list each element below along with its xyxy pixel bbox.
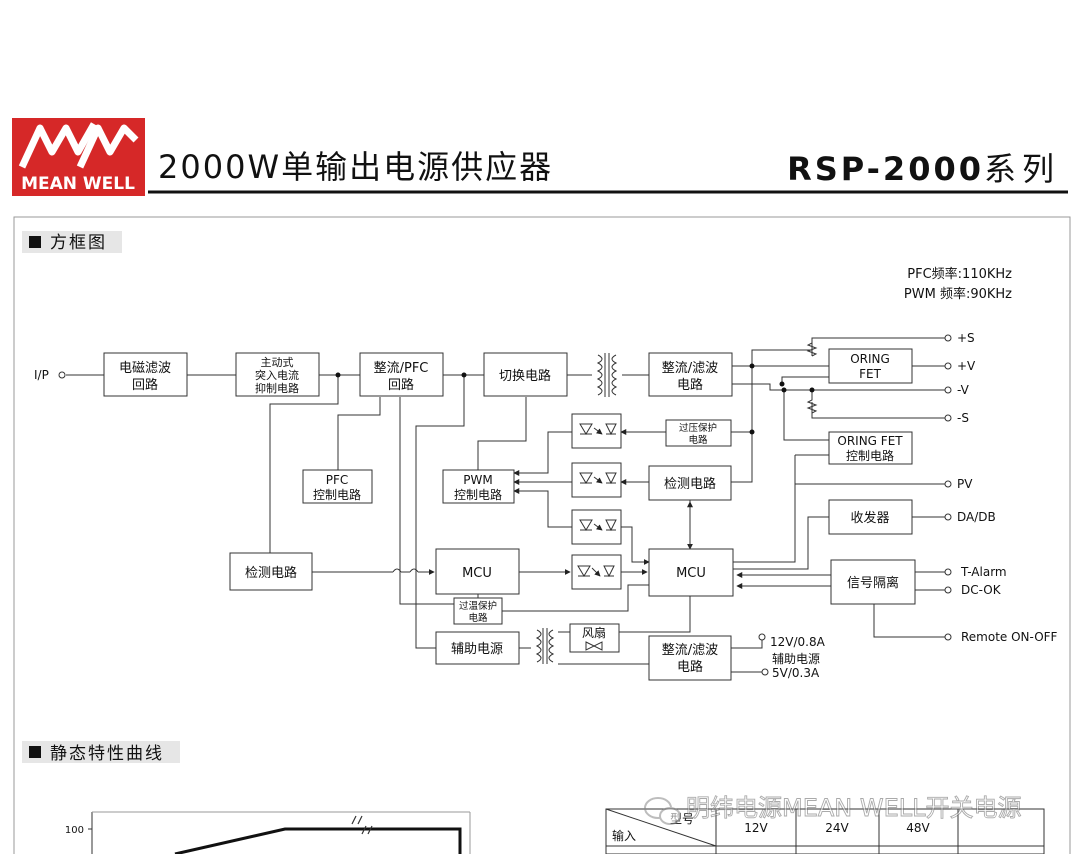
optocoupler-1-icon [571,413,622,449]
svg-text:整流/PFC: 整流/PFC [374,361,429,376]
block-detect-left: 检测电路 [229,552,313,591]
svg-text:控制电路: 控制电路 [313,487,361,502]
svg-text:整流/滤波: 整流/滤波 [662,361,718,376]
svg-text:检测电路: 检测电路 [664,476,716,492]
terminal-plus-v: +V [957,359,976,373]
svg-text:电路: 电路 [688,434,708,446]
block-detect-mid: 检测电路 [648,465,732,501]
sense-resistors [806,338,818,418]
terminal-da-db: DA/DB [957,510,996,524]
svg-text:过压保护: 过压保护 [679,422,717,434]
svg-text:电路: 电路 [468,612,488,624]
optocoupler-2-icon [571,462,622,498]
block-oring-control: ORING FET 控制电路 [828,431,913,465]
junction-dots [335,363,815,435]
block-mcu-right: MCU [648,548,734,597]
svg-text:检测电路: 检测电路 [245,565,297,581]
svg-text:信号隔离: 信号隔离 [847,575,899,591]
terminal-remote: Remote ON-OFF [961,630,1058,644]
optocoupler-icons [571,413,622,590]
svg-text:电磁滤波: 电磁滤波 [119,361,171,376]
optocoupler-4-icon [571,554,622,590]
block-rectifier-filter-aux: 整流/滤波 电路 [648,635,732,681]
block-rectifier-filter: 整流/滤波 电路 [648,352,733,397]
y-tick-100: 100 [65,825,84,836]
block-fan: 风扇 [569,623,620,653]
terminal-input: I/P [34,368,49,382]
block-ovp: 过压保护 电路 [665,419,732,447]
block-switching: 切换电路 [483,352,568,397]
svg-text:PFC: PFC [326,473,349,487]
svg-text:MCU: MCU [462,566,492,581]
svg-text:回路: 回路 [132,377,158,393]
svg-text:抑制电路: 抑制电路 [255,381,299,395]
table-col-24v: 24V [825,821,849,835]
svg-text:整流/滤波: 整流/滤波 [662,643,718,658]
terminal-t-alarm: T-Alarm [960,565,1007,579]
svg-text:风扇: 风扇 [582,625,606,640]
block-rectifier-pfc: 整流/PFC 回路 [359,352,444,397]
svg-text:FET: FET [859,367,881,381]
aux-output-label: 辅助电源 [772,652,820,666]
pwm-frequency: PWM 频率:90KHz [904,286,1012,302]
section-title: 静态特性曲线 [50,744,164,764]
block-aux-power: 辅助电源 [435,631,520,665]
series-suffix: 系列 [984,150,1060,188]
block-transceiver: 收发器 [828,499,913,535]
svg-text:切换电路: 切换电路 [499,368,551,384]
svg-text:突入电流: 突入电流 [255,368,299,382]
svg-text:ORING: ORING [850,352,890,366]
svg-text:收发器: 收发器 [850,510,889,526]
terminal-plus-s: +S [957,331,975,345]
fan-icon [585,641,603,651]
optocoupler-3-icon [571,509,622,545]
terminal-minus-v: -V [957,383,970,397]
brand-name: MEAN WELL [21,174,135,194]
wechat-icon [644,797,681,825]
block-mcu-left: MCU [435,548,520,595]
terminals [58,334,952,676]
block-inrush-limiter: 主动式 突入电流 抑制电路 [235,352,320,397]
block-pwm-control: PWM 控制电路 [442,469,515,504]
block-pfc-control: PFC 控制电路 [302,469,373,504]
svg-text:控制电路: 控制电路 [454,487,502,502]
terminal-dc-ok: DC-OK [961,583,1002,597]
svg-text:MCU: MCU [676,566,706,581]
svg-text:ORING FET: ORING FET [837,434,903,448]
section-heading-static-curve: 静态特性曲线 [22,741,180,764]
svg-text:PWM: PWM [463,473,492,487]
table-header-input: 输入 [612,828,636,843]
page-title: 2000W单输出电源供应器 [158,148,553,186]
section-heading-block-diagram: 方框图 [22,231,122,253]
block-otp: 过温保护 电路 [453,597,503,625]
svg-text:回路: 回路 [388,377,414,393]
series-model: RSP-2000 [787,150,984,188]
svg-text:辅助电源: 辅助电源 [451,642,503,657]
mean-well-logo: MEAN WELL [12,118,145,196]
block-oring-fet: ORING FET [828,348,913,384]
terminal-aux-12v: 12V/0.8A [770,635,826,649]
svg-text:过温保护: 过温保护 [459,600,497,612]
watermark: 明纬电源MEAN WELL开关电源 [644,794,1022,825]
content-frame [13,216,1071,854]
table-col-48v: 48V [906,821,930,835]
table-col-12v: 12V [744,821,768,835]
series-title: RSP-2000系列 [787,150,1060,188]
terminal-minus-s: -S [957,411,969,425]
terminal-aux-5v: 5V/0.3A [772,666,820,680]
block-signal-isolation: 信号隔离 [830,559,916,605]
svg-text:主动式: 主动式 [261,356,294,369]
svg-text:电路: 电路 [677,659,703,675]
watermark-text: 明纬电源MEAN WELL开关电源 [686,794,1022,822]
pfc-frequency: PFC频率:110KHz [907,266,1012,282]
terminal-pv: PV [957,477,973,491]
svg-text:电路: 电路 [677,377,703,393]
derating-curve-partial: 100 [65,811,471,854]
svg-text:控制电路: 控制电路 [846,448,894,463]
block-emi-filter: 电磁滤波 回路 [103,352,188,397]
section-title: 方框图 [50,233,107,253]
terminal-labels: I/P +S +V -V -S PV DA/DB T-Alarm DC-OK R… [34,331,1058,680]
